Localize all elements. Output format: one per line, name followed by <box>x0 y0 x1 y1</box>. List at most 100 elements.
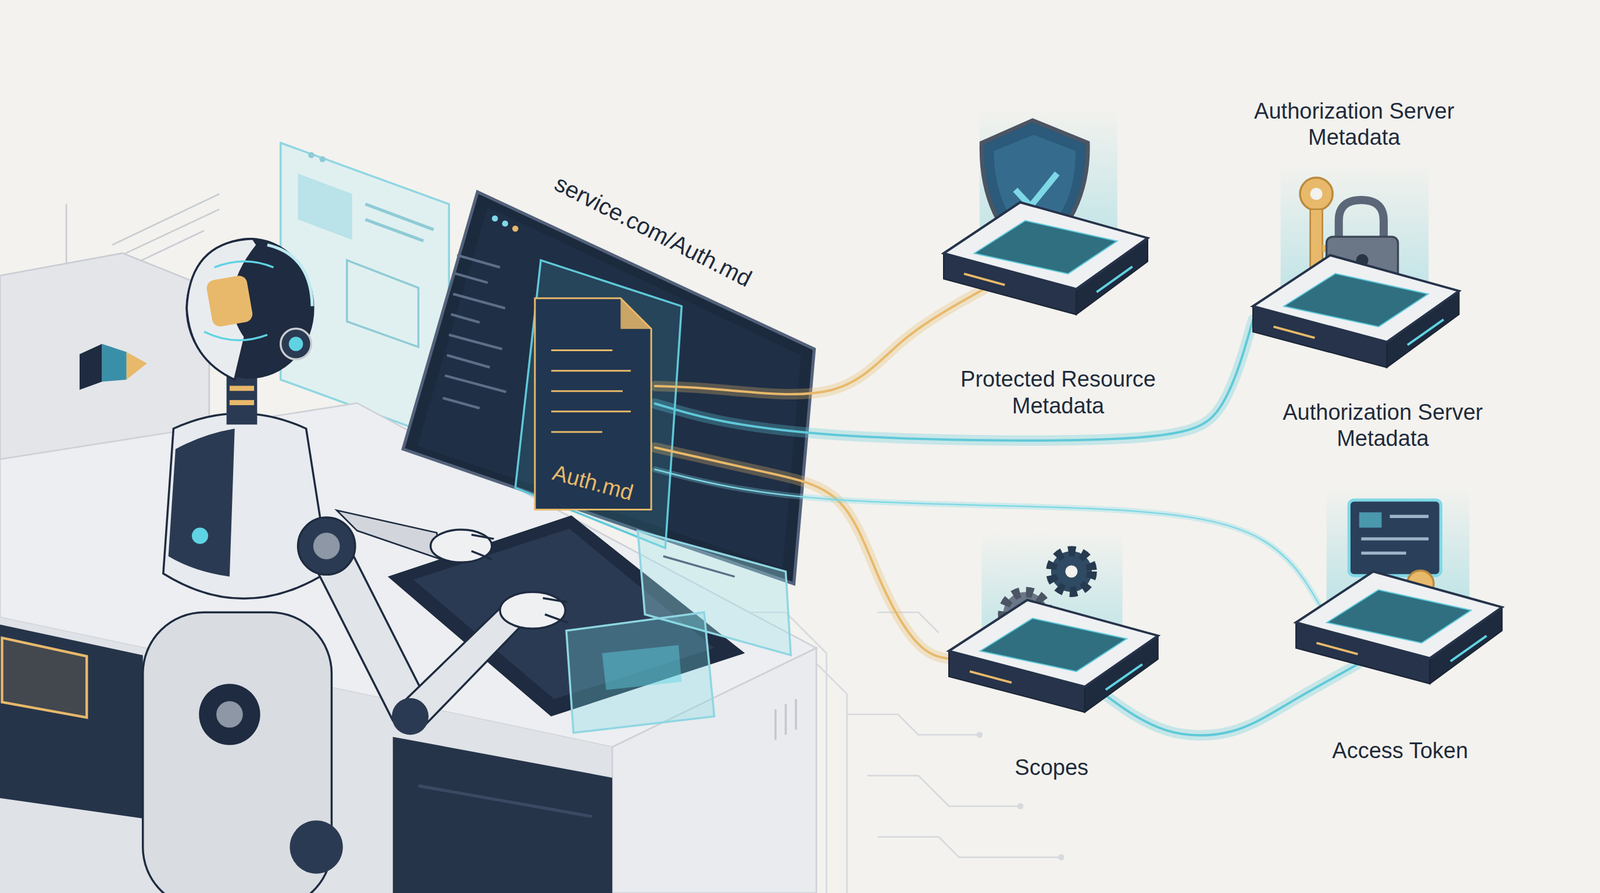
robot-circuit <box>214 261 274 268</box>
platform-led <box>1450 636 1487 662</box>
connector <box>655 469 1321 607</box>
circuit-trace <box>847 714 980 735</box>
key-hole <box>1310 187 1323 200</box>
certificate-block <box>1359 512 1382 528</box>
deco-line <box>65 204 68 268</box>
platform-led <box>1316 643 1358 655</box>
platform-top <box>1295 571 1503 659</box>
document-line <box>551 410 631 413</box>
platform-shape <box>1252 255 1460 373</box>
node-label: Authorization Server Metadata <box>1237 97 1471 153</box>
robot-light <box>191 527 209 545</box>
robot-neck <box>226 375 258 425</box>
circuit-dot <box>976 731 984 739</box>
platform-pad <box>1283 273 1428 327</box>
connector-group <box>655 469 1321 607</box>
certificate-icon <box>1348 500 1441 576</box>
platform-node: Protected Resource Metadata <box>943 202 1148 320</box>
deco-line <box>112 194 220 246</box>
robot-shoulder-core <box>313 532 341 560</box>
vent <box>774 709 777 741</box>
platform-node: Scopes <box>948 600 1159 718</box>
desk-recess <box>393 736 613 893</box>
lock-shackle <box>1338 200 1384 241</box>
screen-dot <box>491 215 499 222</box>
robot-neck-stripe <box>229 400 255 406</box>
hologram-panel <box>566 612 714 733</box>
connector-group <box>1106 664 1358 736</box>
hologram-block <box>347 260 419 348</box>
platform-shape <box>943 202 1148 320</box>
connector-group <box>655 289 984 395</box>
document-line <box>551 349 613 352</box>
connector-glow <box>655 289 984 395</box>
gear-body <box>1056 556 1086 586</box>
hologram-dot <box>308 152 315 159</box>
screen-dot <box>512 225 519 232</box>
document-line <box>551 430 603 433</box>
document-fold <box>620 298 652 330</box>
robot-hand <box>500 591 566 629</box>
deco-line <box>117 209 220 258</box>
platform-shape <box>948 600 1159 718</box>
connector-glow <box>655 469 1321 607</box>
code-line <box>448 334 502 350</box>
node-label: Scopes <box>1009 753 1094 783</box>
connector <box>655 319 1254 441</box>
vent <box>794 698 798 730</box>
logo-block <box>79 344 103 391</box>
desk-slot <box>418 786 592 817</box>
hologram-block <box>297 173 352 240</box>
code-line <box>447 355 491 368</box>
node-label: Access Token <box>1327 736 1473 766</box>
code-line <box>452 294 506 309</box>
hologram-line <box>365 219 424 241</box>
hologram-line <box>365 204 434 230</box>
robot-visor-glint <box>267 244 313 306</box>
logo-block <box>126 352 148 380</box>
connector-glow <box>655 319 1254 441</box>
code-line <box>443 398 480 409</box>
robot-hand <box>430 529 492 563</box>
robot-finger <box>471 534 495 539</box>
circuit-dot <box>1058 854 1065 861</box>
robot-ear <box>280 328 312 360</box>
platform-led <box>969 671 1012 683</box>
platform-pad <box>980 618 1127 672</box>
document-line <box>551 369 631 372</box>
robot-joint <box>289 820 343 874</box>
circuit-trace <box>877 836 1062 857</box>
robot-torso <box>163 413 329 599</box>
circuit-trace <box>867 775 1021 807</box>
platform-led <box>1105 664 1143 691</box>
connector-group <box>655 319 1254 441</box>
robot-joint-core <box>216 701 244 728</box>
robot-torso-panel <box>168 428 235 577</box>
gear-icon <box>1051 551 1092 592</box>
platform-led <box>964 273 1006 285</box>
platform-led <box>1097 266 1133 292</box>
hologram-block <box>602 644 682 690</box>
node-label: Authorization Server Metadata <box>1266 398 1499 454</box>
document-outline <box>534 298 652 510</box>
robot-finger <box>471 551 492 560</box>
platform-led <box>1407 319 1444 345</box>
robot-elbow <box>391 698 429 735</box>
key-bow <box>1300 177 1333 210</box>
platform-node: Authorization Server MetadataAuthorizati… <box>1252 255 1460 373</box>
vent <box>784 704 788 735</box>
connector <box>1106 664 1358 736</box>
gear-hole <box>1065 565 1078 578</box>
certificate-line <box>1361 537 1429 541</box>
platform-top <box>1252 255 1460 342</box>
connector <box>655 289 984 395</box>
desk-screen <box>2 637 88 718</box>
certificate-line <box>1389 515 1429 519</box>
platform-led <box>1273 326 1316 338</box>
platform-pad <box>974 220 1118 274</box>
code-line <box>444 375 506 392</box>
document-line <box>551 390 623 392</box>
robot-helmet <box>186 238 257 380</box>
hologram-line <box>663 556 735 577</box>
